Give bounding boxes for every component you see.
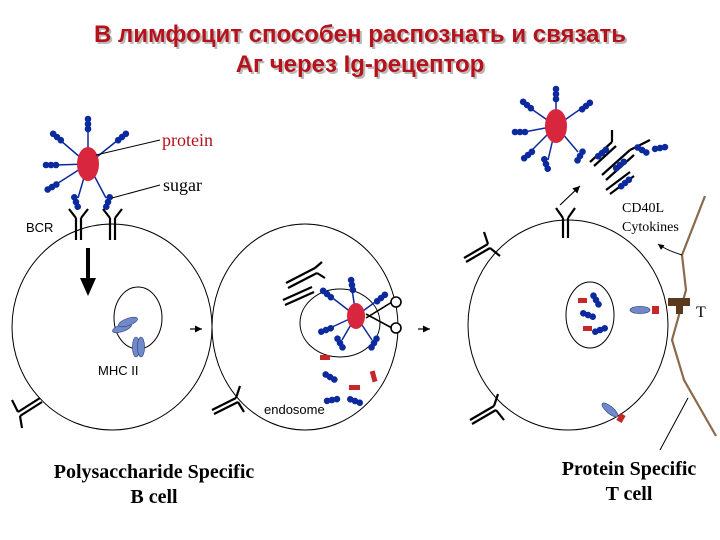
protein-label: protein (162, 130, 213, 150)
b-cell-right (467, 219, 669, 431)
caption-b-line-2: B cell (130, 486, 178, 508)
bcr-receptor-right-b (463, 231, 501, 263)
endosome-middle (299, 288, 381, 358)
title-line-2: Аг через Ig-рецептор (235, 51, 485, 78)
peptide-fragments-middle (320, 355, 378, 407)
antigen-free (42, 115, 131, 211)
sugar-label: sugar (163, 175, 202, 195)
b-cell-middle (211, 223, 399, 431)
cytokines-label: Cytokines (622, 220, 679, 235)
mhc-ii-label: MHC II (98, 363, 139, 378)
bcr-receptor-mid-c (211, 385, 245, 415)
bcr-receptor-right-a (555, 207, 576, 238)
b-cell-left (11, 223, 213, 431)
bcr-receptor-right-c (469, 393, 505, 425)
mhc-ii-molecule (132, 336, 145, 358)
caption-b-line-1: Polysaccharide Specific (53, 461, 255, 483)
cytokine-arrow (657, 243, 683, 256)
cd40l-label: CD40L (622, 201, 664, 216)
bcr-receptor-left-b (102, 208, 123, 240)
bcr-receptor-mid-b (282, 285, 315, 307)
slide-title: В лимфоцит способен распознать и связать… (0, 20, 720, 80)
bcr-receptor-left-a (68, 208, 89, 240)
scissors-icon (365, 296, 402, 334)
t-cell-label: T (696, 304, 706, 321)
caption-t-line-2: T cell (605, 483, 653, 505)
internalization-arrow (80, 248, 96, 296)
bcr-receptor-left-c (11, 397, 43, 429)
caption-t-cell: Protein Specific T cell (540, 457, 718, 507)
bcr-receptor-mid-a (285, 261, 326, 289)
protein-core (77, 147, 99, 181)
flow-arrow-3 (559, 185, 581, 206)
mhc-peptide-complex-right (599, 306, 659, 423)
bcr-label: BCR (26, 220, 54, 235)
title-line-1: В лимфоцит способен распознать и связать (93, 21, 627, 48)
caption-b-cell: Polysaccharide Specific B cell (22, 460, 286, 510)
caption-t-line-1: Protein Specific (561, 458, 697, 480)
endosome-label: endosome (264, 402, 325, 417)
antigen-right (511, 85, 595, 173)
tcr-receptor (668, 298, 690, 314)
antigen-internalized (317, 276, 390, 352)
endosome-right (565, 281, 615, 349)
t-cell-membrane (670, 195, 717, 437)
